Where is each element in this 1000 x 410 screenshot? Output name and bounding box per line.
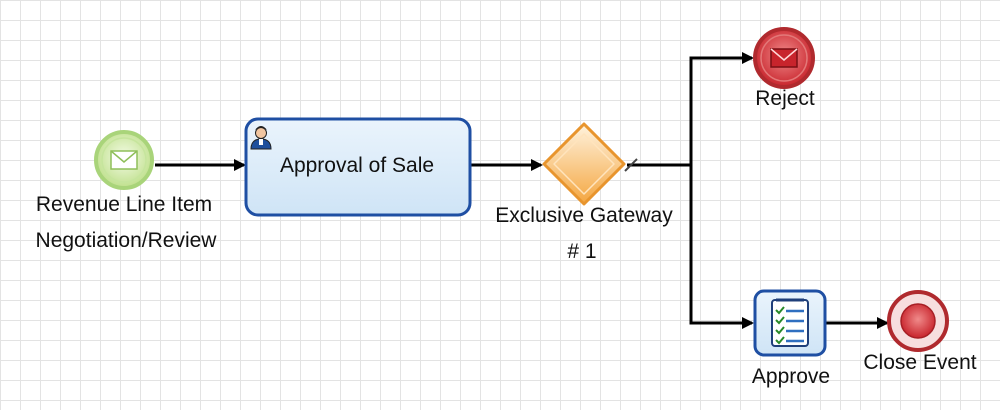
approval-of-sale-task[interactable] [244,117,472,217]
flow-gateway-to-reject[interactable] [627,52,754,167]
approve-action-task[interactable] [753,289,827,357]
reject-end-event[interactable] [753,27,815,89]
user-icon [250,126,272,150]
start-event-label-line2: Negotiation/Review [35,229,217,252]
start-message-event[interactable] [94,130,154,190]
task-label: Approval of Sale [279,154,435,177]
close-event-label: Close Event [863,351,977,374]
gateway-label-line1: Exclusive Gateway [495,204,673,227]
flow-gateway-to-approve[interactable] [689,165,754,329]
gateway-label-line2: # 1 [567,240,597,263]
reject-event-label: Reject [755,87,815,110]
approve-action-label: Approve [751,365,831,388]
start-event-label-line1: Revenue Line Item [35,193,213,216]
envelope-icon [770,48,798,68]
checklist-icon [771,298,809,347]
close-end-event[interactable] [887,290,949,352]
default-flow-marker [624,158,638,172]
envelope-icon [110,150,138,170]
exclusive-gateway[interactable] [542,122,626,206]
